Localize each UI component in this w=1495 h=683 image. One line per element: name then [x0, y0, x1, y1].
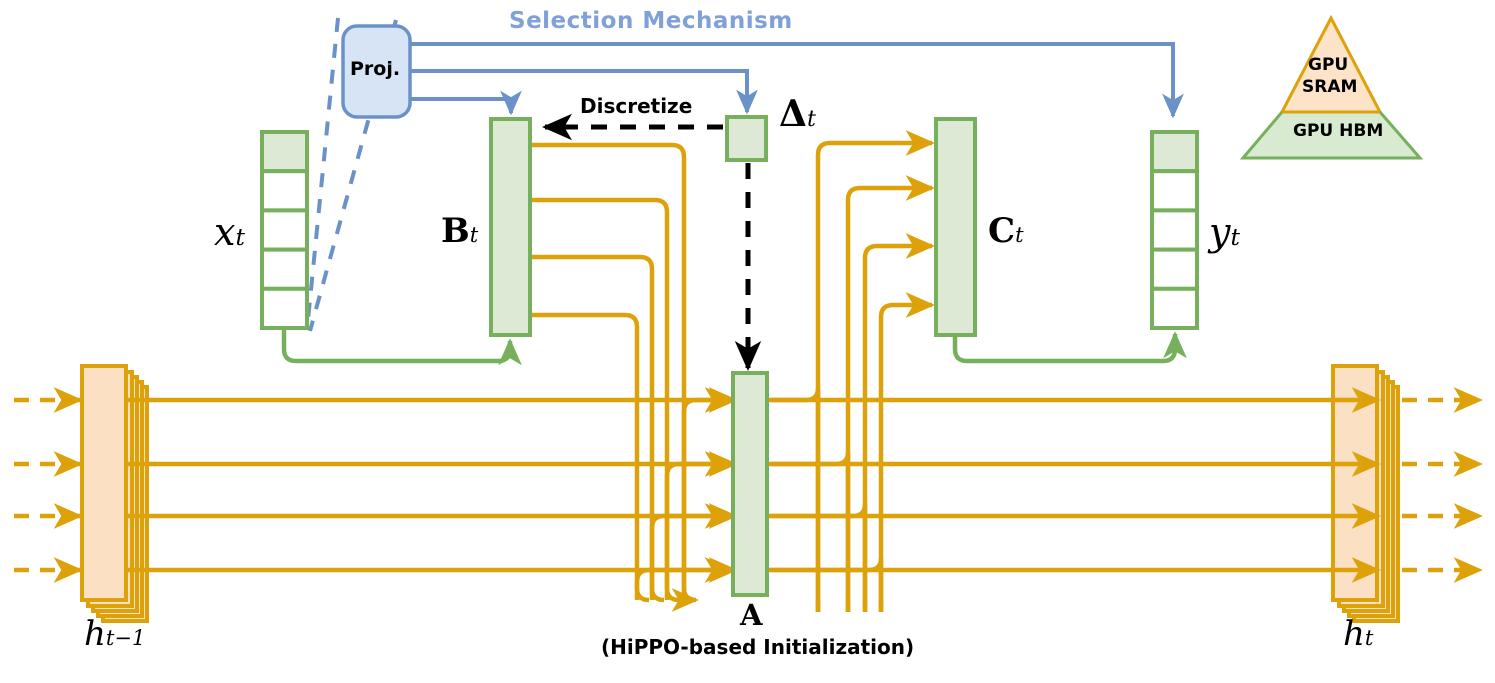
hidden-state-next-stack [1331, 364, 1400, 623]
delta-t-box [725, 115, 768, 162]
gpu-memory-triangle [1239, 14, 1424, 160]
proj-box[interactable] [341, 24, 412, 119]
a-matrix [731, 371, 769, 597]
state-rails-left [128, 387, 738, 583]
xt-to-bt-loop [281, 330, 522, 366]
b-to-a-entry-arrows [634, 387, 734, 600]
selection-mechanism-wires [410, 42, 1184, 119]
state-rails-right [766, 387, 1381, 583]
xt-vector [260, 130, 309, 330]
outgoing-state-arrows [1402, 387, 1483, 583]
incoming-state-arrows [14, 387, 83, 583]
hidden-state-prev-stack [80, 364, 149, 623]
ct-to-yt-loop [952, 331, 1187, 364]
a-to-c-risers [815, 600, 884, 612]
ct-matrix [934, 117, 977, 337]
a-to-c-entry-arrows [815, 130, 935, 610]
yt-vector [1150, 130, 1199, 330]
b-to-a-routes [531, 142, 699, 612]
bt-matrix [489, 117, 532, 337]
